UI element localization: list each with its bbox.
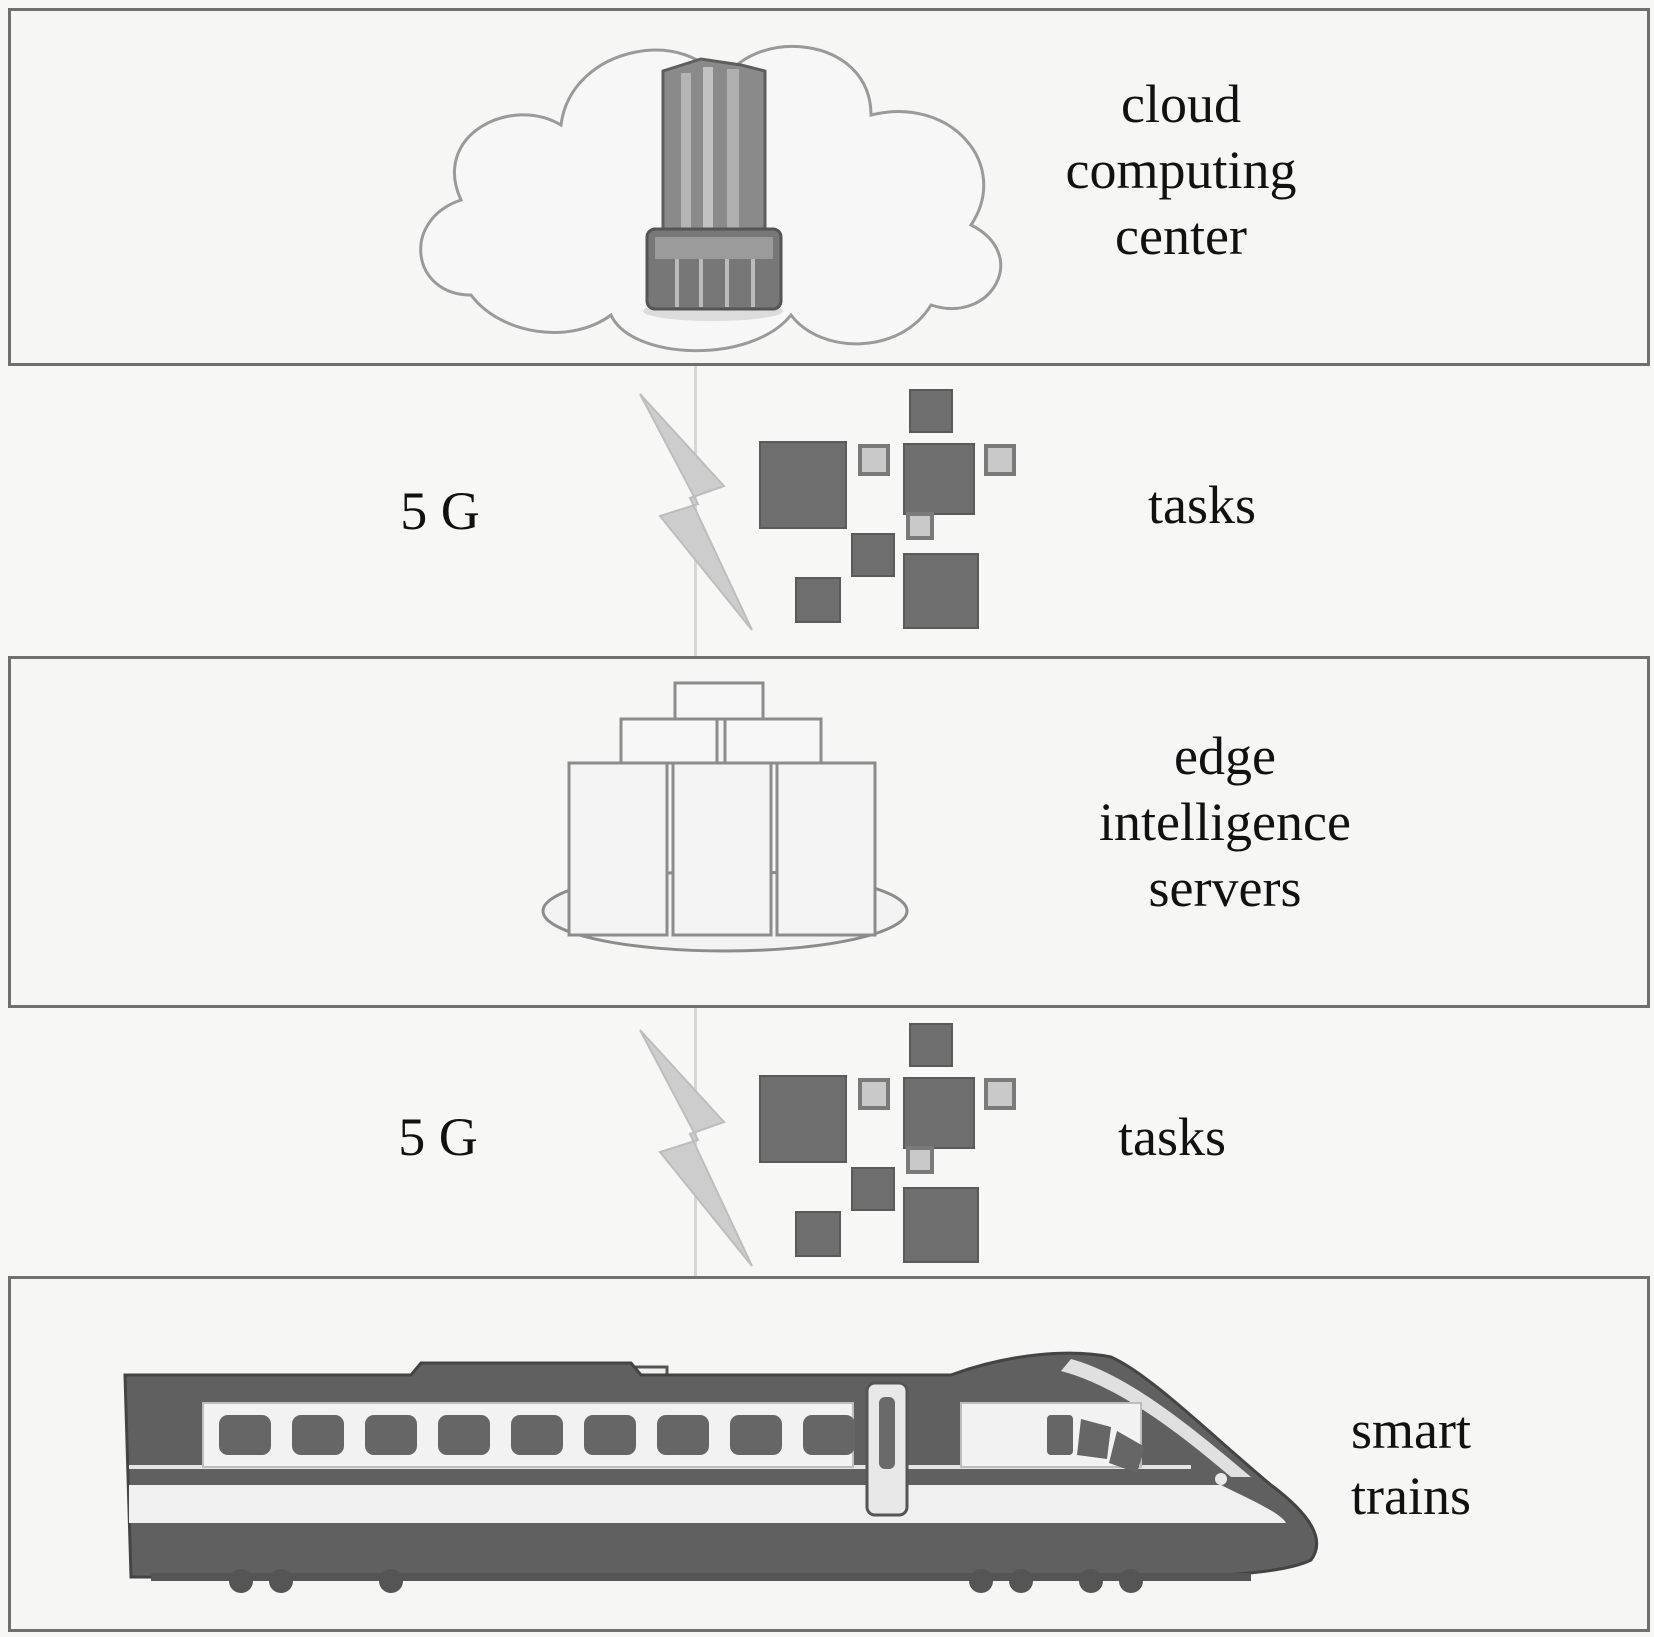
task-block bbox=[903, 443, 975, 515]
train-window bbox=[292, 1415, 344, 1455]
train-window bbox=[511, 1415, 563, 1455]
trains-layer-panel: smart trains bbox=[8, 1276, 1650, 1632]
task-block bbox=[858, 444, 890, 476]
train-icon bbox=[123, 1351, 1319, 1593]
link-divider-line bbox=[694, 1008, 697, 1276]
train-window bbox=[438, 1415, 490, 1455]
task-block bbox=[909, 1023, 953, 1067]
task-block bbox=[759, 441, 847, 529]
task-block bbox=[903, 553, 979, 629]
train-windows bbox=[219, 1415, 855, 1455]
cloud-label-line-2: computing bbox=[1065, 140, 1297, 200]
edge-label-line-2: intelligence bbox=[1099, 792, 1351, 852]
task-block bbox=[795, 577, 841, 623]
edge-layer-panel: edge intelligence servers bbox=[8, 656, 1650, 1008]
link-network-label: 5 G bbox=[400, 481, 480, 541]
lightning-bolt-icon bbox=[639, 1029, 753, 1267]
train-window bbox=[365, 1415, 417, 1455]
task-blocks-icon bbox=[759, 389, 1016, 629]
task-block bbox=[909, 389, 953, 433]
link-cloud-edge: 5 G tasks bbox=[0, 366, 1654, 656]
trains-label-line-2: trains bbox=[1351, 1466, 1471, 1526]
link-payload-label: tasks bbox=[1118, 1107, 1226, 1167]
train-window bbox=[219, 1415, 271, 1455]
task-block bbox=[903, 1077, 975, 1149]
trains-label-line-1: smart bbox=[1351, 1400, 1471, 1460]
task-block bbox=[906, 1146, 934, 1174]
task-block bbox=[851, 1167, 895, 1211]
cloud-label-line-3: center bbox=[1115, 206, 1247, 266]
task-blocks-icon bbox=[759, 1023, 1016, 1263]
lightning-bolt-icon bbox=[639, 393, 753, 631]
link-edge-trains: 5 G tasks bbox=[0, 1008, 1654, 1276]
edge-layer-label: edge intelligence servers bbox=[1099, 723, 1351, 921]
link-payload-label: tasks bbox=[1148, 475, 1256, 535]
server-tower-icon bbox=[643, 57, 783, 321]
task-block bbox=[851, 533, 895, 577]
task-block bbox=[858, 1078, 890, 1110]
task-block bbox=[984, 1078, 1016, 1110]
link-network-label: 5 G bbox=[398, 1107, 478, 1167]
train-window bbox=[584, 1415, 636, 1455]
task-block bbox=[906, 512, 934, 540]
cloud-label-line-1: cloud bbox=[1121, 74, 1241, 134]
task-block bbox=[795, 1211, 841, 1257]
train-window bbox=[657, 1415, 709, 1455]
cloud-layer-panel: cloud computing center bbox=[8, 8, 1650, 366]
train-window bbox=[730, 1415, 782, 1455]
edge-label-line-1: edge bbox=[1174, 726, 1276, 786]
edge-label-line-3: servers bbox=[1148, 858, 1302, 918]
cloud-layer-label: cloud computing center bbox=[1066, 71, 1297, 269]
train-window bbox=[803, 1415, 855, 1455]
task-block bbox=[903, 1187, 979, 1263]
server-cluster-icon bbox=[541, 681, 909, 953]
task-block bbox=[984, 444, 1016, 476]
task-block bbox=[759, 1075, 847, 1163]
trains-layer-label: smart trains bbox=[1351, 1397, 1471, 1529]
